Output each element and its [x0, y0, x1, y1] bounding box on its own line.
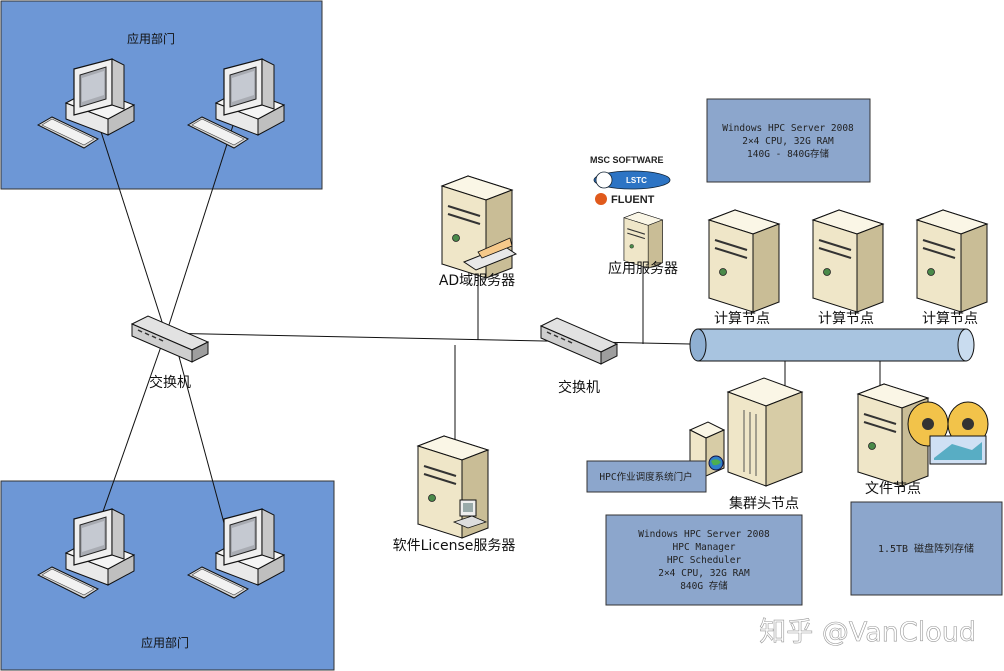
compute-node-icon [916, 209, 988, 313]
license-pc-icon [452, 499, 488, 529]
ad-server-label: AD域服务器 [439, 273, 515, 289]
svg-text:FLUENT: FLUENT [611, 194, 655, 206]
fluent-logo: FLUENT [595, 193, 655, 206]
backbone-pipe [689, 328, 975, 362]
app-server-icon [623, 211, 664, 269]
disk-array-icon [907, 401, 989, 465]
ad-server-book-icon [462, 237, 518, 271]
department-label-top: 应用部门 [127, 31, 175, 46]
compute-spec-line: Windows HPC Server 2008 [722, 123, 854, 134]
compute-spec-box [706, 98, 871, 183]
head-spec-line: HPC Manager [673, 542, 736, 553]
cluster-head-label: 集群头节点 [729, 495, 799, 512]
storage-box [850, 501, 1003, 596]
head-spec-line: 2×4 CPU, 32G RAM [658, 568, 750, 579]
compute-node-label: 计算节点 [922, 311, 978, 327]
department-label-bottom: 应用部门 [141, 635, 189, 650]
msc-software-logo: MSC SOFTWARE [590, 155, 664, 165]
compute-node-icon [812, 209, 884, 313]
portal-box [586, 460, 707, 493]
portal-label: HPC作业调度系统门户 [599, 471, 692, 483]
storage-label: 1.5TB 磁盘阵列存储 [878, 542, 974, 555]
head-spec-line: HPC Scheduler [667, 555, 742, 566]
watermark: 知乎 @VanCloud [759, 617, 976, 648]
lstc-logo: LSTC [593, 170, 671, 190]
file-node-label: 文件节点 [865, 481, 921, 497]
app-server-label: 应用服务器 [608, 260, 678, 277]
head-spec-box [605, 514, 803, 606]
svg-text:MSC SOFTWARE: MSC SOFTWARE [590, 155, 664, 165]
head-spec-line: 840G 存储 [680, 580, 728, 592]
compute-spec-line: 140G - 840G存储 [747, 148, 829, 160]
left-switch-label: 交换机 [149, 374, 191, 391]
compute-node-label: 计算节点 [818, 311, 874, 327]
compute-node-label: 计算节点 [714, 311, 770, 327]
switch-icon [540, 317, 618, 365]
license-server-label: 软件License服务器 [393, 538, 516, 554]
head-spec-line: Windows HPC Server 2008 [638, 529, 770, 540]
center-switch-label: 交换机 [558, 379, 600, 396]
svg-text:LSTC: LSTC [626, 176, 647, 185]
cluster-head-icon [688, 377, 804, 487]
compute-spec-line: 2×4 CPU, 32G RAM [742, 136, 834, 147]
compute-node-icon [708, 209, 780, 313]
